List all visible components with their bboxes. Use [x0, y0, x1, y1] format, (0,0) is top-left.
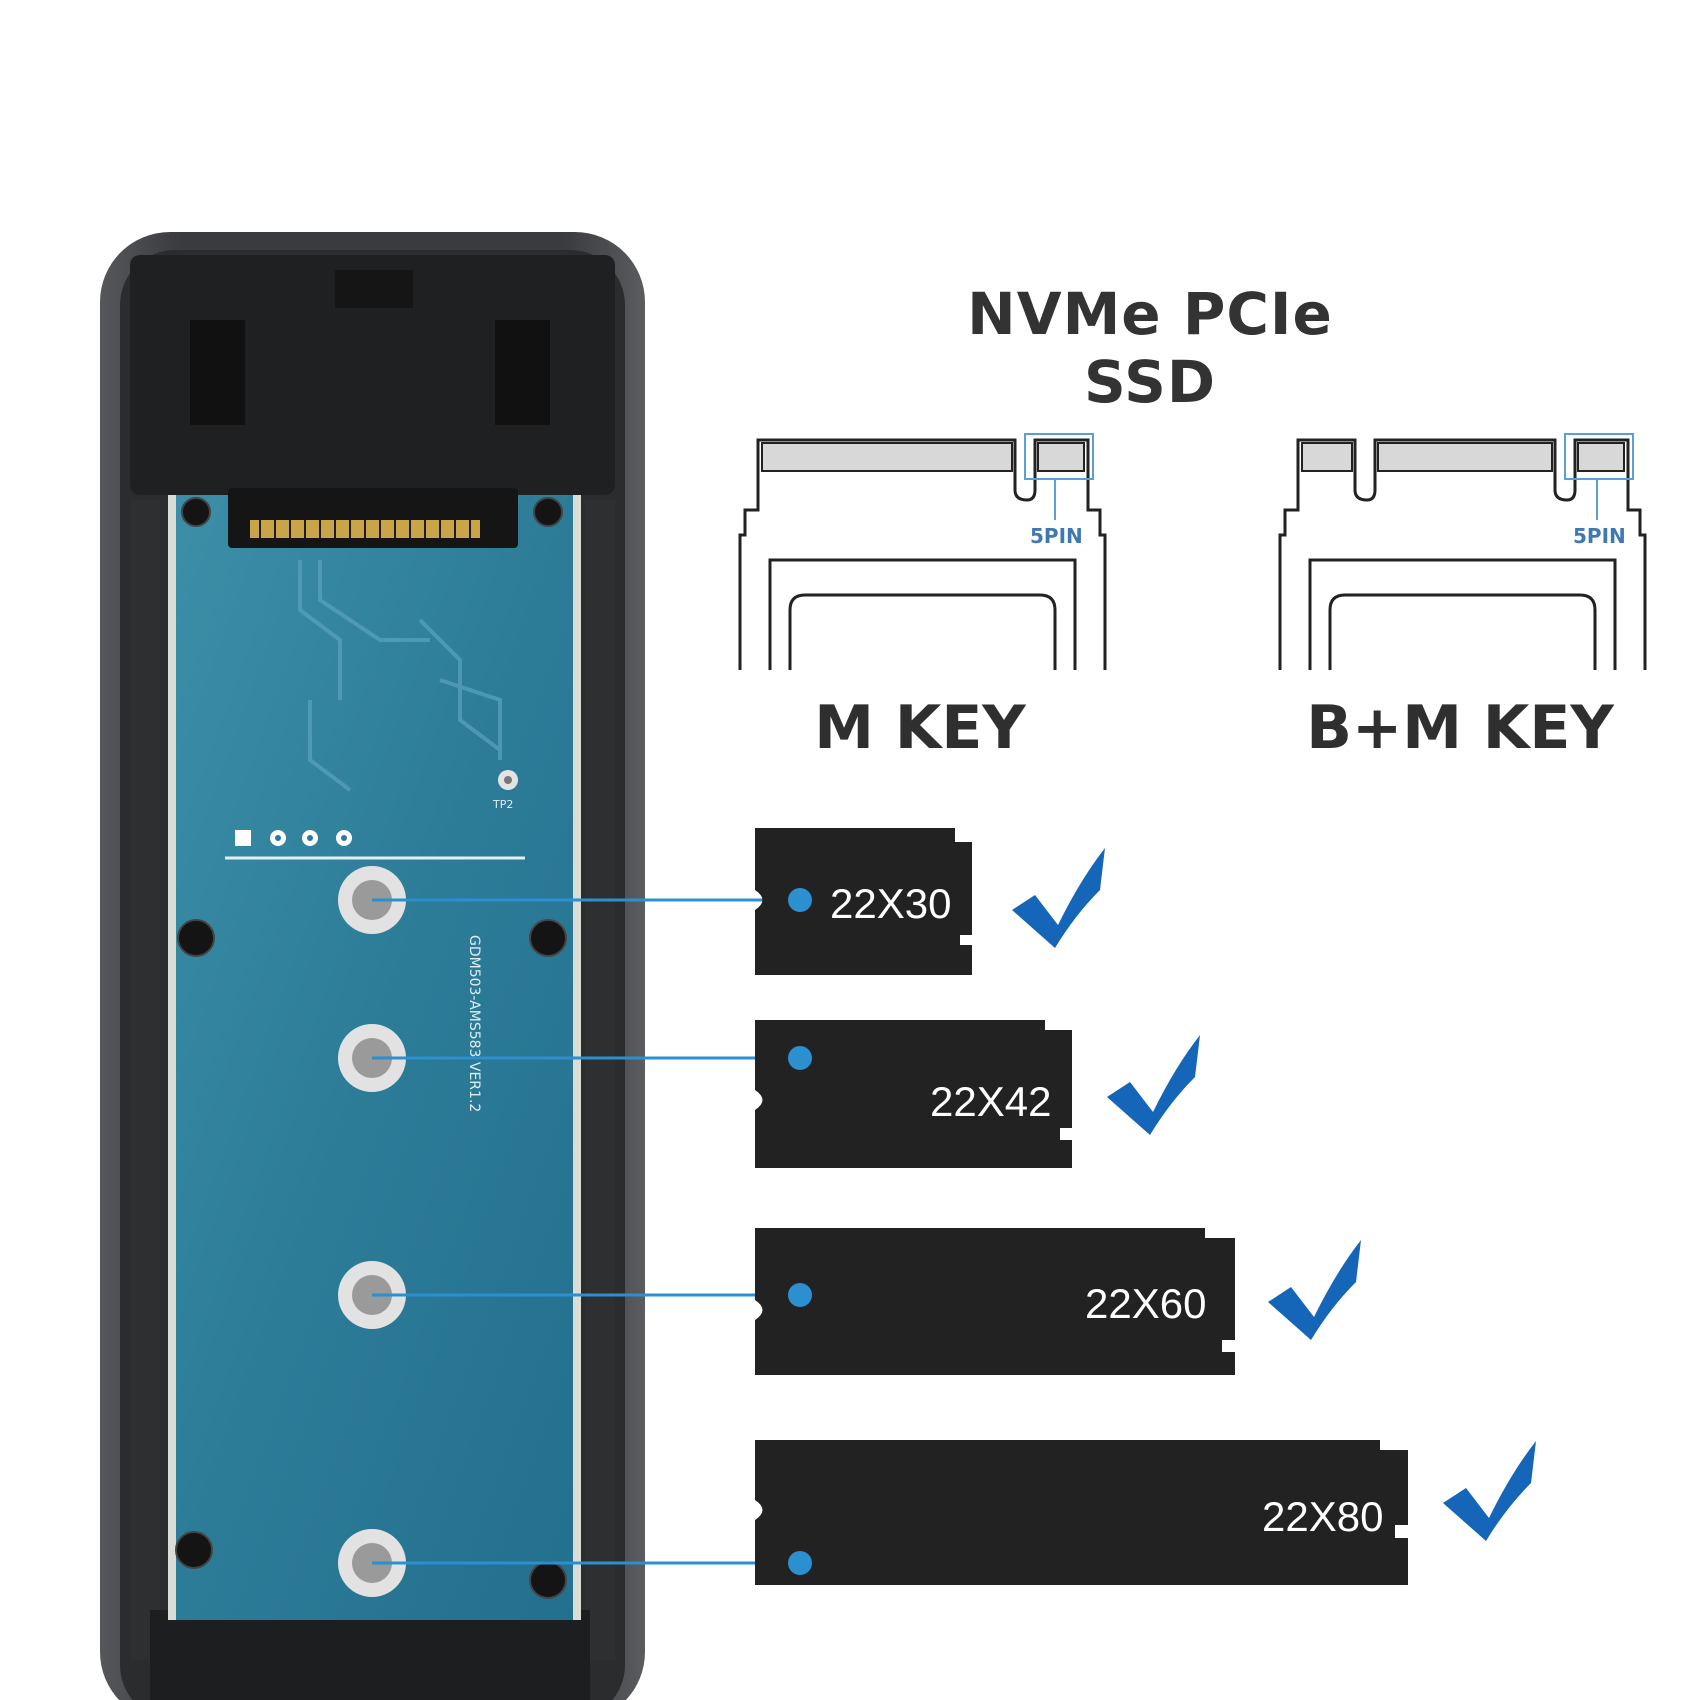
ssd-size-label: 22X60 [1085, 1280, 1207, 1327]
check-icon-22x30 [1012, 848, 1105, 948]
bm-key-pin-label: 5PIN [1573, 524, 1626, 548]
m2-connector [228, 488, 518, 548]
pcb-version-label: GDM503-AMS583 VER1.2 [466, 935, 482, 1112]
ssd-size-label: 22X30 [830, 880, 952, 927]
pcb-board: TP2 GDM503-AMS583 VER1.2 [168, 488, 581, 1620]
check-icon-22x80 [1443, 1441, 1536, 1541]
connector-lines [372, 898, 800, 1565]
enclosure-cap [130, 255, 615, 495]
check-icon-22x42 [1107, 1035, 1200, 1135]
m-key-label: M KEY [814, 693, 1026, 763]
page-title: NVMe PCIe SSD [967, 280, 1333, 416]
check-icon-22x60 [1268, 1240, 1361, 1340]
header-pins [235, 830, 352, 846]
bm-key-label: B+M KEY [1306, 693, 1614, 763]
ssd-22x60 [755, 1228, 1235, 1375]
ssd-22x30 [755, 828, 972, 975]
ssd-22x80 [755, 1440, 1408, 1585]
ssd-size-label: 22X42 [930, 1078, 1052, 1125]
latch-right [495, 320, 550, 425]
bm-key-diagram [1278, 433, 1647, 670]
latch-left [190, 320, 245, 425]
ssd-22x42 [755, 1020, 1072, 1168]
m-key-diagram [738, 433, 1107, 670]
screws [175, 497, 567, 1599]
checkmarks [1012, 848, 1536, 1541]
m-key-pin-label: 5PIN [1030, 524, 1083, 548]
tp2-label: TP2 [492, 798, 513, 811]
ssd-size-label: 22X80 [1262, 1493, 1384, 1540]
